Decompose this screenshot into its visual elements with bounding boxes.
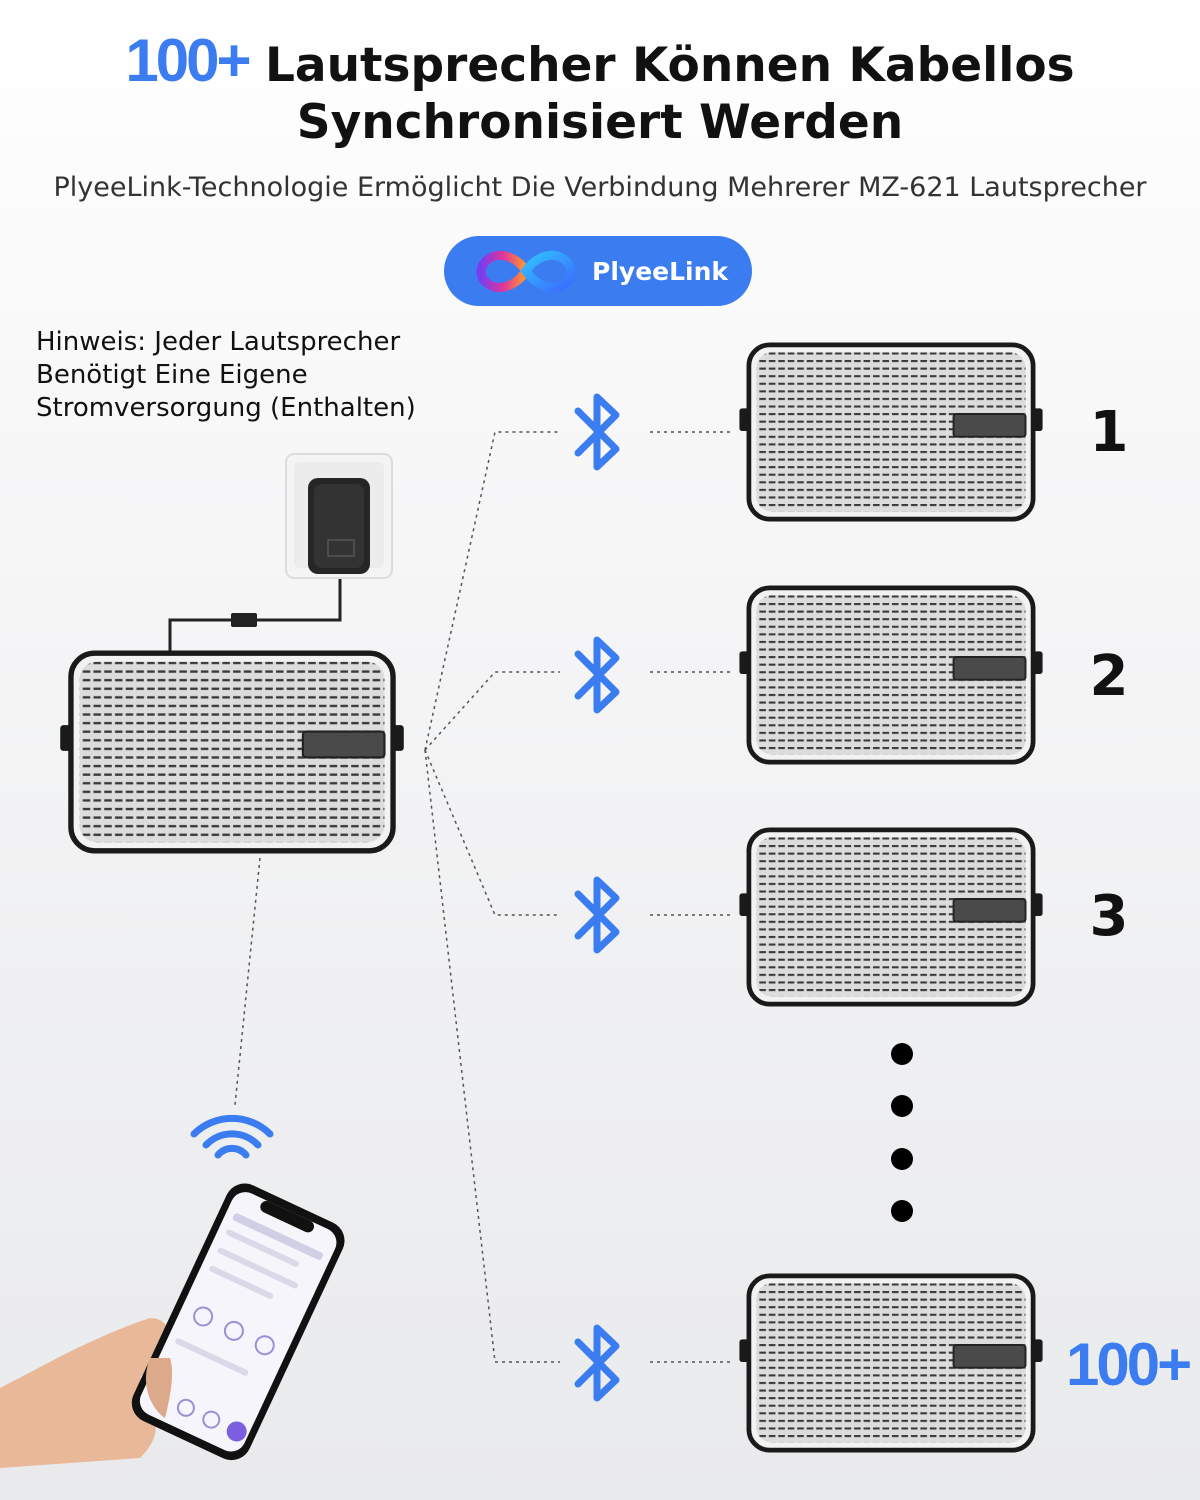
ellipsis-dot (891, 1200, 913, 1222)
speaker-100-plus (733, 1273, 1049, 1453)
infinity-logo-icon (476, 250, 576, 292)
main-speaker (52, 650, 412, 854)
headline-line-1: 100+ Lautsprecher Können Kabellos (0, 30, 1200, 97)
headline-accent: 100+ (125, 27, 251, 94)
speaker-3 (733, 827, 1049, 1007)
headline-rest: Lautsprecher Können Kabellos (264, 38, 1075, 93)
wifi-icon (190, 1114, 274, 1159)
power-adapter-icon (285, 453, 393, 579)
ellipsis-dot (891, 1043, 913, 1065)
power-note: Hinweis: Jeder Lautsprecher Benötigt Ein… (36, 327, 416, 423)
bluetooth-icon (568, 870, 628, 960)
speaker-number-3: 3 (1089, 884, 1129, 949)
ellipsis-dot (891, 1148, 913, 1170)
speaker-number-2: 2 (1089, 644, 1129, 709)
speaker-number-100-plus: 100+ (1066, 1331, 1192, 1398)
bluetooth-icon (568, 387, 628, 477)
speaker-number-1: 1 (1089, 400, 1129, 465)
speaker-1 (733, 342, 1049, 522)
headline-line-2: Synchronisiert Werden (296, 95, 904, 150)
plyeelink-badge: PlyeeLink (444, 236, 752, 306)
bluetooth-icon (568, 630, 628, 720)
bluetooth-icon (568, 1318, 628, 1408)
subtitle: PlyeeLink-Technologie Ermöglicht Die Ver… (53, 172, 1147, 203)
smartphone-icon (0, 1183, 345, 1468)
badge-label: PlyeeLink (592, 256, 729, 286)
ellipsis-dot (891, 1095, 913, 1117)
speaker-2 (733, 585, 1049, 765)
